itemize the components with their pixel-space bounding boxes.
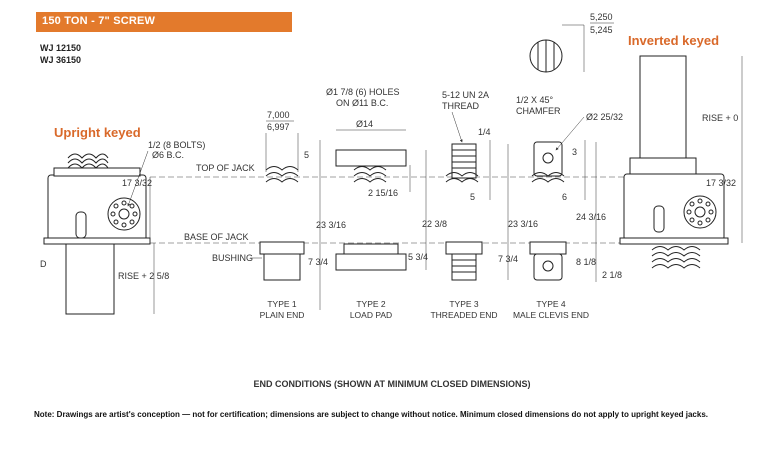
- label-23-t3: 23 3/16: [508, 219, 538, 229]
- label-7000: 7,000: [267, 110, 290, 120]
- label-5-t3: 5: [470, 192, 475, 202]
- model-1: WJ 12150: [40, 43, 82, 53]
- type2-desc: LOAD PAD: [350, 310, 392, 320]
- label-24: 24 3/16: [576, 212, 606, 222]
- label-bolts: 1/2 (8 BOLTS): [148, 140, 205, 150]
- section-view: [529, 39, 563, 73]
- type3-desc: THREADED END: [430, 310, 497, 320]
- label-dia14: Ø14: [356, 119, 373, 129]
- label-17-left: 17 3/32: [122, 178, 152, 188]
- label-chamfer2: CHAMFER: [516, 106, 561, 116]
- label-rise-plus: RISE + 2 5/8: [118, 271, 169, 281]
- type-captions: TYPE 1 PLAIN END TYPE 2 LOAD PAD TYPE 3 …: [260, 299, 589, 320]
- banner-title: 150 TON - 7" SCREW: [42, 15, 156, 27]
- label-dia25: Ø2 25/32: [586, 112, 623, 122]
- model-2: WJ 36150: [40, 55, 82, 65]
- label-top-of-jack: TOP OF JACK: [196, 163, 255, 173]
- type4-drawing: [529, 141, 567, 281]
- label-holes2: ON Ø11 B.C.: [336, 98, 388, 108]
- label-holes1: Ø1 7/8 (6) HOLES: [326, 87, 400, 97]
- label-5245: 5,245: [590, 25, 613, 35]
- type3-name: TYPE 3: [449, 299, 479, 309]
- model-list: WJ 12150 WJ 36150: [40, 42, 81, 66]
- label-bushing: BUSHING: [212, 253, 253, 263]
- label-base-of-jack: BASE OF JACK: [184, 232, 249, 242]
- label-5250: 5,250: [590, 12, 613, 22]
- label-22: 22 3/8: [422, 219, 447, 229]
- inverted-jack: [619, 55, 729, 269]
- upright-jack: [43, 153, 151, 315]
- label-rise-zero: RISE + 0: [702, 113, 738, 123]
- upright-title: Upright keyed: [54, 125, 141, 140]
- disclaimer-note: Note: Drawings are artist's conception —…: [34, 410, 708, 419]
- label-17-right: 17 3/32: [706, 178, 736, 188]
- type4-name: TYPE 4: [536, 299, 566, 309]
- type4-desc: MALE CLEVIS END: [513, 310, 589, 320]
- label-5-t1: 5: [304, 150, 309, 160]
- inverted-title: Inverted keyed: [628, 33, 720, 48]
- type1-drawing: [259, 166, 305, 281]
- type3-drawing: [445, 143, 483, 281]
- label-6: 6: [562, 192, 567, 202]
- label-chamfer1: 1/2 X 45°: [516, 95, 554, 105]
- type1-desc: PLAIN END: [260, 310, 305, 320]
- label-3: 3: [572, 147, 577, 157]
- end-conditions-caption: END CONDITIONS (SHOWN AT MINIMUM CLOSED …: [253, 379, 531, 389]
- label-734-t3: 7 3/4: [498, 254, 518, 264]
- label-215: 2 15/16: [368, 188, 398, 198]
- label-d: D: [40, 259, 47, 269]
- type2-drawing: [335, 149, 407, 271]
- header-banner: 150 TON - 7" SCREW: [36, 12, 292, 32]
- label-818: 8 1/8: [576, 257, 596, 267]
- label-14: 1/4: [478, 127, 491, 137]
- label-218: 2 1/8: [602, 270, 622, 280]
- label-6997: 6,997: [267, 122, 290, 132]
- label-734-t1: 7 3/4: [308, 257, 328, 267]
- label-bc6: Ø6 B.C.: [152, 150, 184, 160]
- type2-name: TYPE 2: [356, 299, 386, 309]
- label-thread1: 5-12 UN 2A: [442, 90, 489, 100]
- label-23-left: 23 3/16: [316, 220, 346, 230]
- label-thread2: THREAD: [442, 101, 480, 111]
- type1-name: TYPE 1: [267, 299, 297, 309]
- label-534: 5 3/4: [408, 252, 428, 262]
